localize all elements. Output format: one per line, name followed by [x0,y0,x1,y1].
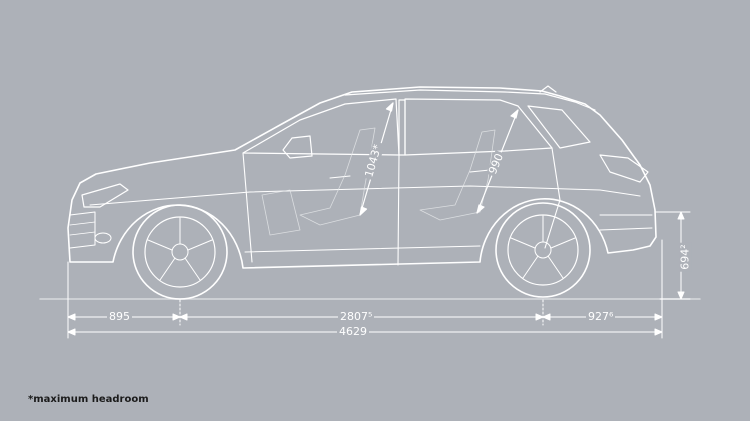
rear-overhang-label: 927⁶ [586,310,616,323]
rear-wheel [495,202,591,298]
front-wheel [132,204,228,300]
overall-length-label: 4629 [337,325,369,338]
front-overhang-label: 895 [107,310,132,323]
footnote: *maximum headroom [28,394,149,405]
wheelbase-label: 2807⁵ [338,310,375,323]
tail-light [599,154,649,183]
ground-clearance-label: 694² [678,242,692,272]
headlight [81,183,129,208]
quarter-window [527,105,591,149]
grille [69,211,96,249]
side-mirror [282,135,313,159]
rear-window [404,98,553,156]
